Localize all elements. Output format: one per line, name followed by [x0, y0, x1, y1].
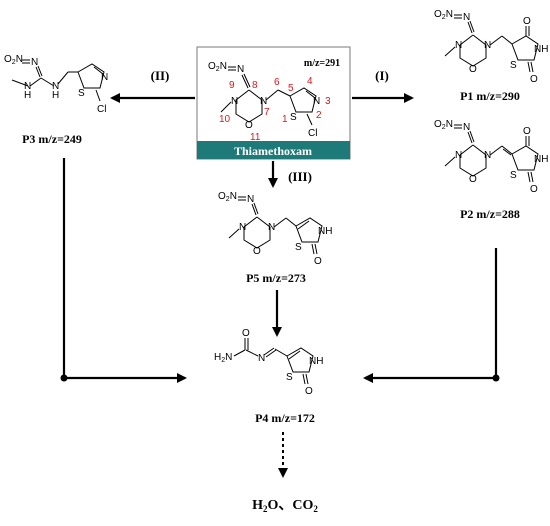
svg-text:O: O [523, 126, 531, 137]
thiamethoxam-banner [197, 141, 350, 159]
svg-text:O2N: O2N [434, 119, 453, 131]
svg-text:O: O [253, 246, 261, 257]
svg-text:O2N: O2N [434, 9, 453, 21]
atom-number-8: 8 [252, 80, 258, 91]
p5-label: P5 m/z=273 [246, 271, 306, 285]
atom-number-2: 2 [316, 110, 322, 121]
ring-n7: N [260, 96, 267, 107]
svg-text:N: N [463, 12, 470, 23]
p4-label: P4 m/z=172 [255, 411, 315, 425]
svg-text:N: N [268, 222, 275, 233]
p2-label: P2 m/z=288 [460, 207, 520, 221]
thiamethoxam-mz: m/z=291 [304, 58, 340, 69]
thiazole-n: N [313, 96, 320, 107]
svg-text:N: N [484, 40, 491, 51]
pathway-III-label: (III) [288, 169, 312, 184]
svg-text:O: O [523, 16, 531, 27]
thiamethoxam-name: Thiamethoxam [234, 144, 312, 158]
svg-text:NH: NH [309, 356, 323, 367]
atom-number-4: 4 [307, 76, 313, 87]
svg-text:H2N: H2N [214, 352, 232, 364]
final-products: H2O、CO2 [252, 498, 318, 514]
svg-text:S: S [295, 242, 302, 253]
arrow-p2-to-p4 [363, 248, 498, 383]
atom-number-9: 9 [229, 80, 235, 91]
ring-o11: O [245, 120, 253, 131]
atom-number-3: 3 [325, 96, 331, 107]
svg-text:NH: NH [318, 226, 332, 237]
thiamethoxam-structure-box: Thiamethoxam m/z=291 O2N N N N O S N Cl … [196, 46, 351, 160]
svg-text:N: N [24, 81, 31, 92]
svg-text:N: N [101, 72, 108, 83]
ring-n9: N [231, 96, 238, 107]
svg-text:N: N [455, 150, 462, 161]
svg-text:S: S [510, 170, 517, 181]
svg-text:N: N [247, 194, 254, 205]
svg-text:N: N [484, 150, 491, 161]
svg-text:O2N: O2N [218, 191, 237, 203]
svg-text:N: N [52, 81, 59, 92]
svg-text:Cl: Cl [97, 104, 106, 115]
svg-text:O: O [469, 64, 477, 75]
atom-number-6: 6 [274, 77, 280, 88]
atom-number-7: 7 [264, 107, 270, 118]
atom-number-10: 10 [219, 114, 231, 125]
atom-number-5: 5 [288, 83, 294, 94]
pathway-II-label: (II) [151, 68, 170, 83]
svg-text:NH: NH [534, 44, 548, 55]
svg-text:O: O [530, 74, 538, 85]
svg-text:O: O [242, 328, 250, 339]
junction-dot-left [60, 374, 68, 382]
svg-text:O: O [530, 184, 538, 195]
svg-text:O: O [314, 256, 322, 267]
atom-number-11: 11 [250, 132, 261, 143]
svg-text:O: O [305, 386, 313, 397]
p3-label: P3 m/z=249 [22, 132, 82, 146]
junction-dot-right [492, 374, 500, 382]
p5-structure: O2N N N N O S NH O [218, 191, 332, 267]
svg-text:N: N [239, 222, 246, 233]
p2-structure: O2N N N N O O S NH O [434, 119, 548, 195]
svg-text:S: S [286, 372, 293, 383]
svg-text:NH: NH [534, 154, 548, 165]
svg-text:O2N: O2N [4, 54, 23, 66]
thiazole-cl: Cl [308, 128, 317, 139]
svg-text:N: N [31, 57, 38, 68]
svg-text:H: H [24, 90, 31, 101]
svg-text:N: N [455, 40, 462, 51]
pathway-I-label: (I) [375, 68, 389, 83]
svg-text:O: O [469, 174, 477, 185]
nitro-imine-n: N [237, 64, 244, 75]
svg-text:S: S [78, 88, 85, 99]
p4-structure: H2N O N S NH O [214, 328, 323, 397]
svg-text:N: N [463, 122, 470, 133]
p1-label: P1 m/z=290 [460, 89, 520, 103]
thiazole-s: S [290, 112, 297, 123]
svg-text:S: S [510, 60, 517, 71]
svg-text:N: N [258, 353, 265, 364]
nitro-o: O2N [208, 61, 227, 73]
p1-structure: O2N N N N O O S NH O [434, 9, 548, 85]
atom-number-1: 1 [282, 114, 288, 125]
arrow-p3-to-p4 [62, 158, 187, 383]
svg-text:H: H [52, 90, 59, 101]
p3-structure: O2N N H N H N S N Cl [4, 54, 108, 115]
